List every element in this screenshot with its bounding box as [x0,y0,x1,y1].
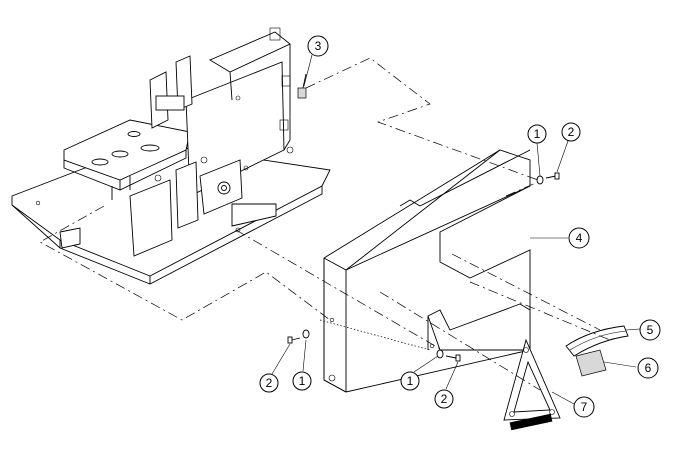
callout-6: 6 [637,357,659,379]
fasteners [287,172,560,362]
callout-5: 5 [639,319,661,341]
assembly-lines [39,57,611,391]
chassis-assembly [11,27,331,285]
callout-label: 6 [645,361,652,375]
callout-label: 4 [576,231,583,245]
callout-label: 7 [581,400,588,414]
callout-label: 5 [647,323,654,337]
callout-label: 1 [534,127,541,141]
callout-2-middle: 2 [434,389,454,409]
part-clip [297,73,307,99]
callout-7: 7 [573,396,595,418]
callout-label: 1 [299,374,306,388]
callout-label: 2 [568,125,575,139]
callout-2-left: 2 [259,373,279,393]
callout-4: 4 [568,227,590,249]
leader-lines [271,54,641,405]
callout-label: 3 [315,39,322,53]
mounting-block [199,159,243,215]
callout-label: 2 [266,376,273,390]
callout-3: 3 [307,35,329,57]
part-curved-trim [565,325,629,357]
callout-1-left: 1 [292,371,312,391]
callout-label: 1 [407,374,414,388]
part-label-plate [575,349,607,377]
part-triangle-badge [503,338,561,431]
part-cover [323,149,531,393]
callout-2-top: 2 [561,122,581,142]
callout-1-top: 1 [527,124,547,144]
callout-label: 2 [441,392,448,406]
callout-1-middle: 1 [400,371,420,391]
